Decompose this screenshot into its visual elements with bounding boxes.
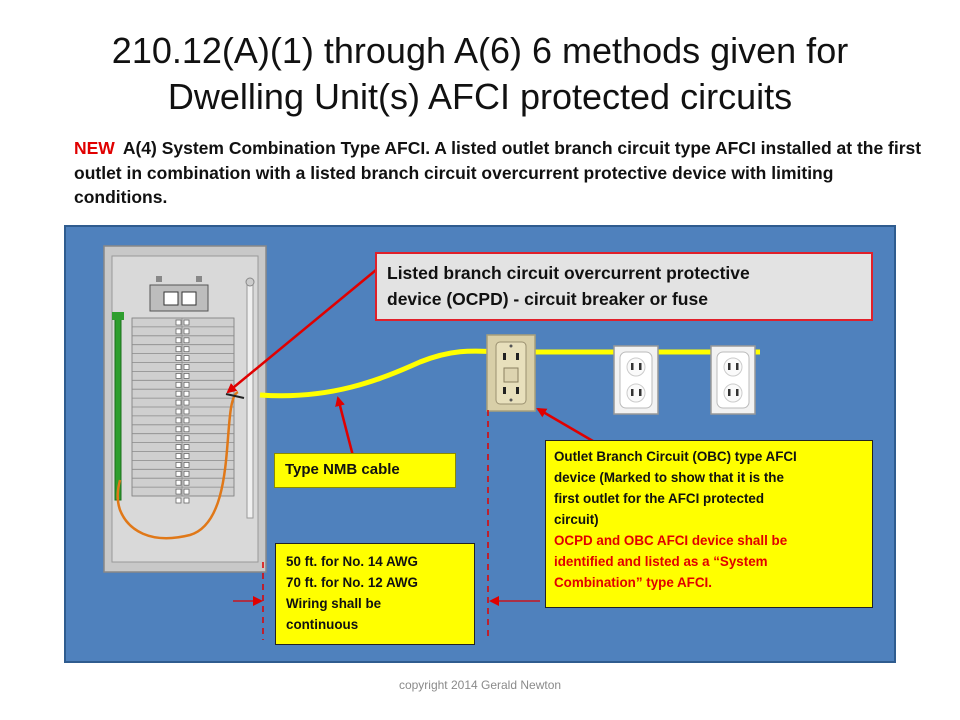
obc-line-3: first outlet for the AFCI protected xyxy=(554,491,765,506)
receptacle-1 xyxy=(613,345,659,415)
obc-red-line-2: identified and listed as a “System xyxy=(554,554,768,569)
obc-callout: Outlet Branch Circuit (OBC) type AFCI de… xyxy=(545,440,873,608)
obc-arrow xyxy=(536,407,599,446)
slide-title: 210.12(A)(1) through A(6) 6 methods give… xyxy=(0,28,960,120)
nmb-label: Type NMB cable xyxy=(285,461,400,478)
ocpd-arrow xyxy=(226,269,377,394)
subtitle-text: A(4) System Combination Type AFCI. A lis… xyxy=(74,138,922,207)
length-callout: 50 ft. for No. 14 AWG 70 ft. for No. 12 … xyxy=(275,543,475,645)
obc-line-1: Outlet Branch Circuit (OBC) type AFCI xyxy=(554,449,797,464)
ocpd-callout: Listed branch circuit overcurrent protec… xyxy=(375,252,873,321)
obc-red-line-3: Combination” type AFCI. xyxy=(554,575,712,590)
title-line-1: 210.12(A)(1) through A(6) 6 methods give… xyxy=(111,30,849,71)
len-line-1: 50 ft. for No. 14 AWG xyxy=(286,554,418,569)
nmb-cable xyxy=(259,348,760,399)
len-line-2: 70 ft. for No. 12 AWG xyxy=(286,575,418,590)
nmb-arrow xyxy=(335,396,355,457)
new-label: NEW xyxy=(74,138,115,158)
obc-line-4: circuit) xyxy=(554,512,599,527)
obc-red-line-1: OCPD and OBC AFCI device shall be xyxy=(554,533,788,548)
ocpd-line-2: device (OCPD) - circuit breaker or fuse xyxy=(387,289,708,309)
receptacle-2 xyxy=(710,345,756,415)
ocpd-line-1: Listed branch circuit overcurrent protec… xyxy=(387,263,750,283)
title-line-2: Dwelling Unit(s) AFCI protected circuits xyxy=(167,76,793,117)
obc-line-2: device (Marked to show that it is the xyxy=(554,470,784,485)
len-line-4: continuous xyxy=(286,617,359,632)
panelboard xyxy=(103,245,267,573)
copyright: copyright 2014 Gerald Newton xyxy=(398,678,562,692)
len-line-3: Wiring shall be xyxy=(286,596,382,611)
nmb-callout: Type NMB cable xyxy=(274,453,456,488)
afci-outlet-device xyxy=(486,334,536,412)
